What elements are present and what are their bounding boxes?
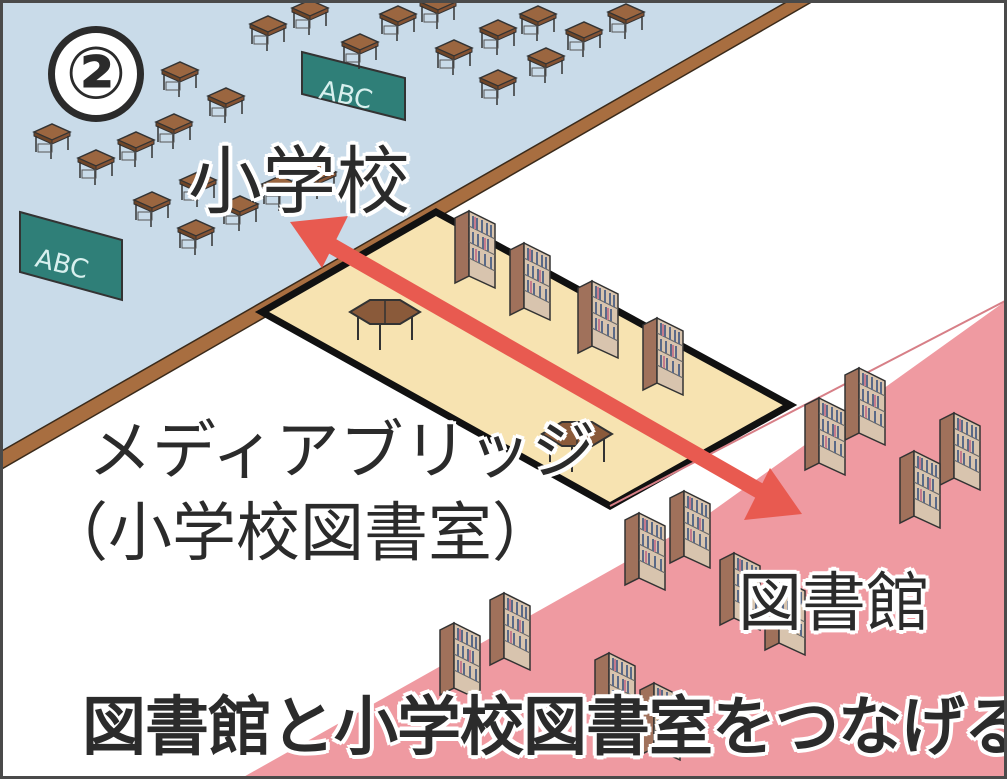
caption: 図書館と小学校図書室をつなげる — [82, 691, 1007, 765]
library-label: 図書館 — [738, 567, 930, 641]
library-floor — [240, 300, 1007, 779]
double-arrow-icon — [290, 216, 802, 520]
media-bridge-label: メディアブリッジ — [88, 415, 596, 489]
school-label: 小学校 — [188, 139, 410, 225]
blackboard-icon: ABC — [19, 210, 123, 302]
media-bridge-sublabel: （小学校図書室） — [44, 497, 556, 571]
step-number-badge: ② — [48, 26, 144, 122]
